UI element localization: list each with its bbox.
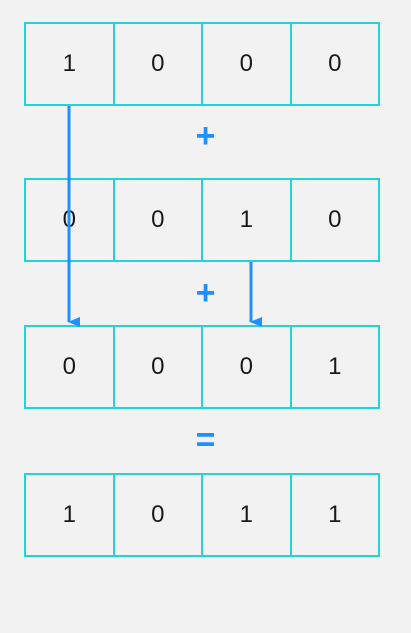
cell-r4-c1: 1: [24, 473, 115, 557]
cell-r2-c2: 0: [112, 178, 203, 262]
cell-r1-c3: 0: [201, 22, 292, 106]
cell-r3-c4: 1: [289, 325, 380, 409]
cell-r1-c1: 1: [24, 22, 115, 106]
vector-row-2: 0 0 1 0: [24, 178, 386, 262]
cell-r4-c3: 1: [201, 473, 292, 557]
cell-r2-c4: 0: [289, 178, 380, 262]
cell-r3-c1: 0: [24, 325, 115, 409]
vector-row-1: 1 0 0 0: [24, 22, 386, 106]
plus-operator-1: +: [195, 117, 216, 155]
cell-r1-c4: 0: [289, 22, 380, 106]
result-row: 1 0 1 1: [24, 473, 386, 557]
equals-operator: =: [195, 421, 216, 459]
cell-r2-c1: 0: [24, 178, 115, 262]
cell-r1-c2: 0: [112, 22, 203, 106]
cell-r2-c3: 1: [201, 178, 292, 262]
cell-r4-c4: 1: [289, 473, 380, 557]
cell-r3-c3: 0: [201, 325, 292, 409]
plus-operator-2: +: [195, 274, 216, 312]
cell-r3-c2: 0: [112, 325, 203, 409]
cell-r4-c2: 0: [112, 473, 203, 557]
vector-row-3: 0 0 0 1: [24, 325, 386, 409]
